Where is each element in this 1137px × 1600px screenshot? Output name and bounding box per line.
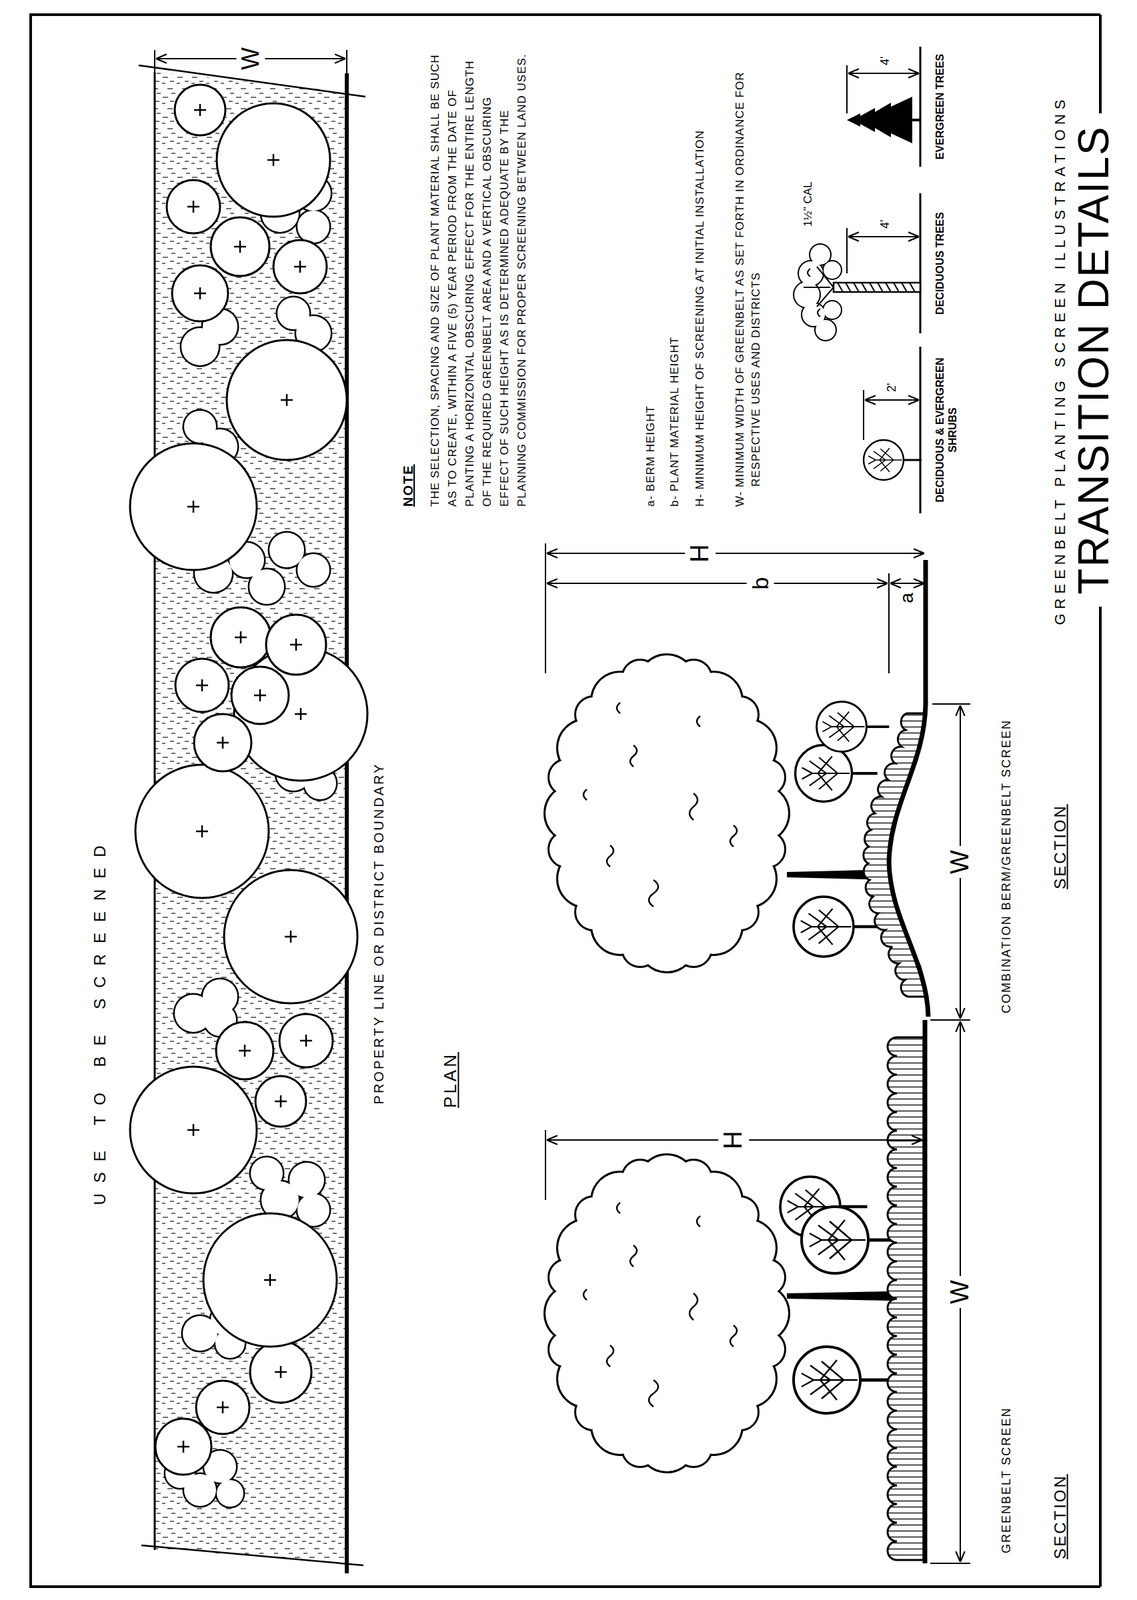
dimension-label: W — [236, 43, 265, 75]
tree-trunk — [910, 118, 921, 122]
view-title: PLAN — [440, 1052, 461, 1109]
view-title: SECTION — [1050, 804, 1071, 890]
note-text: THE SELECTION, SPACING AND SIZE OF PLANT… — [426, 46, 531, 507]
caliper-label: 1½" CAL — [801, 182, 815, 227]
dimension-line — [545, 543, 971, 1021]
section-label: COMBINATION BERM/GREENBELT SCREEN — [999, 719, 1015, 1014]
drawing-title: TRANSITION DETAILS — [1072, 125, 1115, 595]
greenbelt-section — [801, 1207, 899, 1274]
dimension-line — [546, 552, 925, 555]
dimension-line — [545, 543, 889, 674]
legend-text: a- BERM HEIGHT — [644, 405, 658, 507]
dimension-label: 4' — [878, 56, 893, 66]
symbol-label: EVERGREEN TREES — [933, 54, 947, 160]
dimension-line — [546, 582, 888, 585]
dimension-label: 4' — [878, 220, 893, 229]
greenbelt-section — [793, 1347, 891, 1414]
trunk-texture — [837, 282, 915, 293]
center-mark — [177, 104, 313, 1454]
legend-text: H- MINIMUM HEIGHT OF SCREENING AT INITIA… — [692, 113, 709, 507]
section-label: GREENBELT SCREEN — [999, 1407, 1015, 1554]
branch-texture — [803, 266, 834, 317]
greenbelt-section — [545, 1155, 789, 1472]
greenbelt-section — [545, 1020, 971, 1564]
tree-circle — [130, 84, 368, 1476]
dimension-label: W — [944, 1276, 976, 1309]
dimension-line — [848, 72, 919, 75]
dimension-line — [848, 236, 919, 238]
berm-section — [795, 745, 878, 803]
legend-text: W- MINIMUM WIDTH OF GREENBELT AS SET FOR… — [732, 46, 765, 507]
foliage-texture — [583, 702, 737, 907]
berm-section — [545, 543, 971, 1021]
sheet-border — [30, 14, 1101, 1588]
berm-section — [793, 896, 881, 957]
evergreen-symbol — [846, 96, 913, 144]
dimension-line — [862, 390, 865, 441]
berm-section — [545, 655, 789, 972]
area-label: USE TO BE SCREENED — [90, 834, 111, 1206]
dimension-line — [545, 1020, 971, 1564]
dimension-line — [864, 399, 919, 401]
boundary-label: PROPERTY LINE OR DISTRICT BOUNDARY — [370, 762, 387, 1105]
dimension-label: b — [746, 573, 775, 595]
symbol-label: DECIDUOUS & EVERGREEN SHRUBS — [933, 343, 959, 517]
plan-view — [130, 50, 368, 1574]
dimension-label: H — [718, 1126, 749, 1154]
dimension-label: W — [944, 846, 976, 879]
dimension-line — [846, 65, 848, 114]
plant-legend — [863, 440, 922, 481]
greenbelt-section — [545, 1155, 789, 1472]
symbol-label: DECIDUOUS TREES — [933, 212, 947, 315]
plant-legend — [794, 244, 841, 341]
dimension-line — [846, 65, 919, 441]
ground-cover — [887, 1037, 924, 1561]
dimension-label: H — [684, 540, 716, 567]
dimension-label: 2' — [884, 383, 900, 393]
ground-line — [919, 46, 922, 514]
berm-section — [545, 655, 789, 972]
legend-text: b- PLANT MATERIAL HEIGHT — [668, 336, 682, 507]
plant-legend — [794, 244, 841, 341]
tree-trunk — [833, 282, 921, 293]
dimension-line — [846, 228, 848, 274]
property-line — [344, 73, 349, 1574]
dimension-line — [544, 1130, 547, 1201]
foliage-texture — [583, 1203, 737, 1408]
view-title: SECTION — [1050, 1474, 1071, 1560]
berm-profile — [888, 560, 929, 1017]
plant-legend — [794, 46, 922, 514]
ground-line — [922, 1020, 928, 1564]
dimension-label: a — [895, 592, 919, 604]
dimension-line — [890, 582, 925, 585]
note-heading: NOTE — [400, 464, 417, 507]
berm-section — [816, 702, 890, 753]
subtitle: GREENBELT PLANTING SCREEN ILLUSTRATIONS — [1051, 94, 1069, 625]
